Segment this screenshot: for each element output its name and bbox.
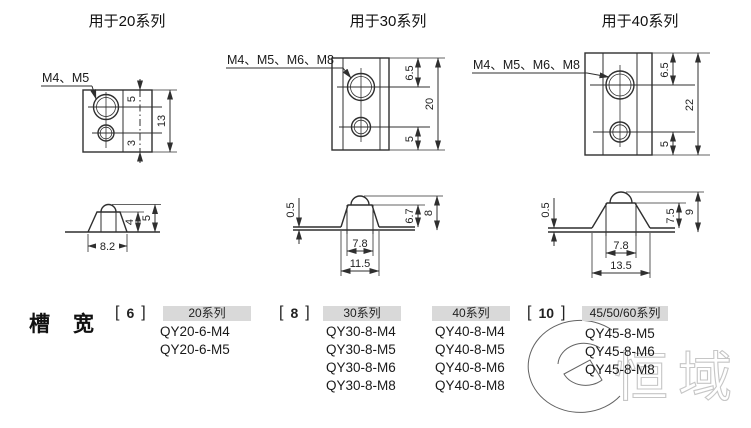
bracket-open: [ — [115, 304, 120, 321]
model-list-20: QY20-6-M4 QY20-6-M5 — [160, 323, 230, 359]
dim-outer-width-40: 13.5 — [610, 260, 631, 272]
thread-size-label-30: M4、M5、M6、M8 — [227, 53, 334, 67]
slot-width-value-6: 6 — [126, 305, 135, 321]
series-header-20: 20系列 — [163, 306, 251, 321]
front-view-drawing-20-series: M4、M5 5 3 13 — [41, 71, 177, 163]
slot-width-bracket-10: [ 10 ] — [527, 304, 565, 322]
dim-bottom-hole-offset-30: 5 — [404, 136, 416, 142]
dim-total-height-30: 8 — [423, 210, 435, 216]
slot-width-bracket-6: [ 6 ] — [115, 304, 146, 322]
slot-width-value-10: 10 — [538, 305, 555, 321]
dim-total-height-40: 9 — [684, 209, 696, 215]
bracket-close: ] — [305, 304, 310, 321]
model-number: QY40-8-M8 — [435, 378, 505, 393]
model-number: QY45-8-M6 — [585, 344, 655, 359]
model-number: QY40-8-M5 — [435, 342, 505, 357]
dim-inner-width-40: 7.8 — [613, 240, 628, 252]
slot-width-value-8: 8 — [290, 305, 299, 321]
column-title-30-series: 用于30系列 — [349, 13, 427, 30]
dim-inner-width-30: 7.8 — [352, 238, 367, 250]
series-header-30: 30系列 — [323, 306, 401, 321]
model-number: QY20-6-M4 — [160, 324, 230, 339]
model-number: QY45-8-M8 — [585, 362, 655, 377]
dim-base-width-20: 8.2 — [100, 241, 115, 253]
dim-body-height-30: 6.7 — [404, 208, 416, 223]
thread-size-label-40: M4、M5、M6、M8 — [473, 58, 580, 72]
model-number: QY20-6-M5 — [160, 342, 230, 357]
dim-bottom-hole-offset-40: 5 — [659, 141, 671, 147]
bracket-open: [ — [279, 304, 284, 321]
model-list-30: QY30-8-M4 QY30-8-M5 QY30-8-M6 QY30-8-M8 — [326, 323, 396, 395]
dim-top-hole-offset-30: 6.5 — [404, 65, 416, 80]
dim-total-length-40: 22 — [684, 99, 696, 111]
series-header-45-50-60: 45/50/60系列 — [582, 306, 668, 321]
front-view-drawing-40-series: M4、M5、M6、M8 6.5 5 22 — [472, 52, 710, 156]
dim-top-hole-offset-20: 5 — [126, 96, 138, 102]
column-title-20-series: 用于20系列 — [88, 13, 166, 30]
dim-top-hole-offset-40: 6.5 — [659, 62, 671, 77]
dim-body-height-40: 7.5 — [665, 208, 677, 223]
model-number: QY30-8-M8 — [326, 378, 396, 393]
side-view-drawing-40-series: 0.5 7.5 9 7.8 13.5 — [540, 191, 704, 278]
side-view-drawing-20-series: 4 5 8.2 — [65, 203, 161, 253]
model-number: QY30-8-M4 — [326, 324, 396, 339]
model-number: QY30-8-M6 — [326, 360, 396, 375]
front-view-drawing-30-series: M4、M5、M6、M8 6.5 5 20 — [226, 53, 445, 151]
model-number: QY40-8-M6 — [435, 360, 505, 375]
model-list-40: QY40-8-M4 QY40-8-M5 QY40-8-M6 QY40-8-M8 — [435, 323, 505, 395]
dim-total-height-20: 5 — [141, 215, 153, 221]
dim-bottom-hole-offset-20: 3 — [126, 140, 138, 146]
dim-total-length-20: 13 — [156, 115, 168, 127]
series-header-40: 40系列 — [432, 306, 510, 321]
model-list-45: QY45-8-M5 QY45-8-M6 QY45-8-M8 — [585, 325, 655, 379]
model-number: QY40-8-M4 — [435, 324, 505, 339]
dim-flange-thickness-30: 0.5 — [285, 202, 297, 217]
slot-width-bracket-8: [ 8 ] — [279, 304, 310, 322]
column-title-40-series: 用于40系列 — [601, 13, 679, 30]
model-number: QY45-8-M5 — [585, 326, 655, 341]
dim-outer-width-30: 11.5 — [350, 258, 371, 270]
bracket-close: ] — [141, 304, 146, 321]
dim-flange-thickness-40: 0.5 — [540, 202, 552, 217]
dim-total-length-30: 20 — [424, 98, 436, 110]
bracket-close: ] — [561, 304, 566, 321]
bracket-open: [ — [527, 304, 532, 321]
slot-width-label: 槽 宽 — [29, 313, 95, 336]
side-view-drawing-30-series: 0.5 6.7 8 7.8 11.5 — [285, 195, 443, 276]
thread-size-label-20: M4、M5 — [42, 71, 89, 85]
dim-body-height-20: 4 — [124, 219, 136, 225]
model-number: QY30-8-M5 — [326, 342, 396, 357]
